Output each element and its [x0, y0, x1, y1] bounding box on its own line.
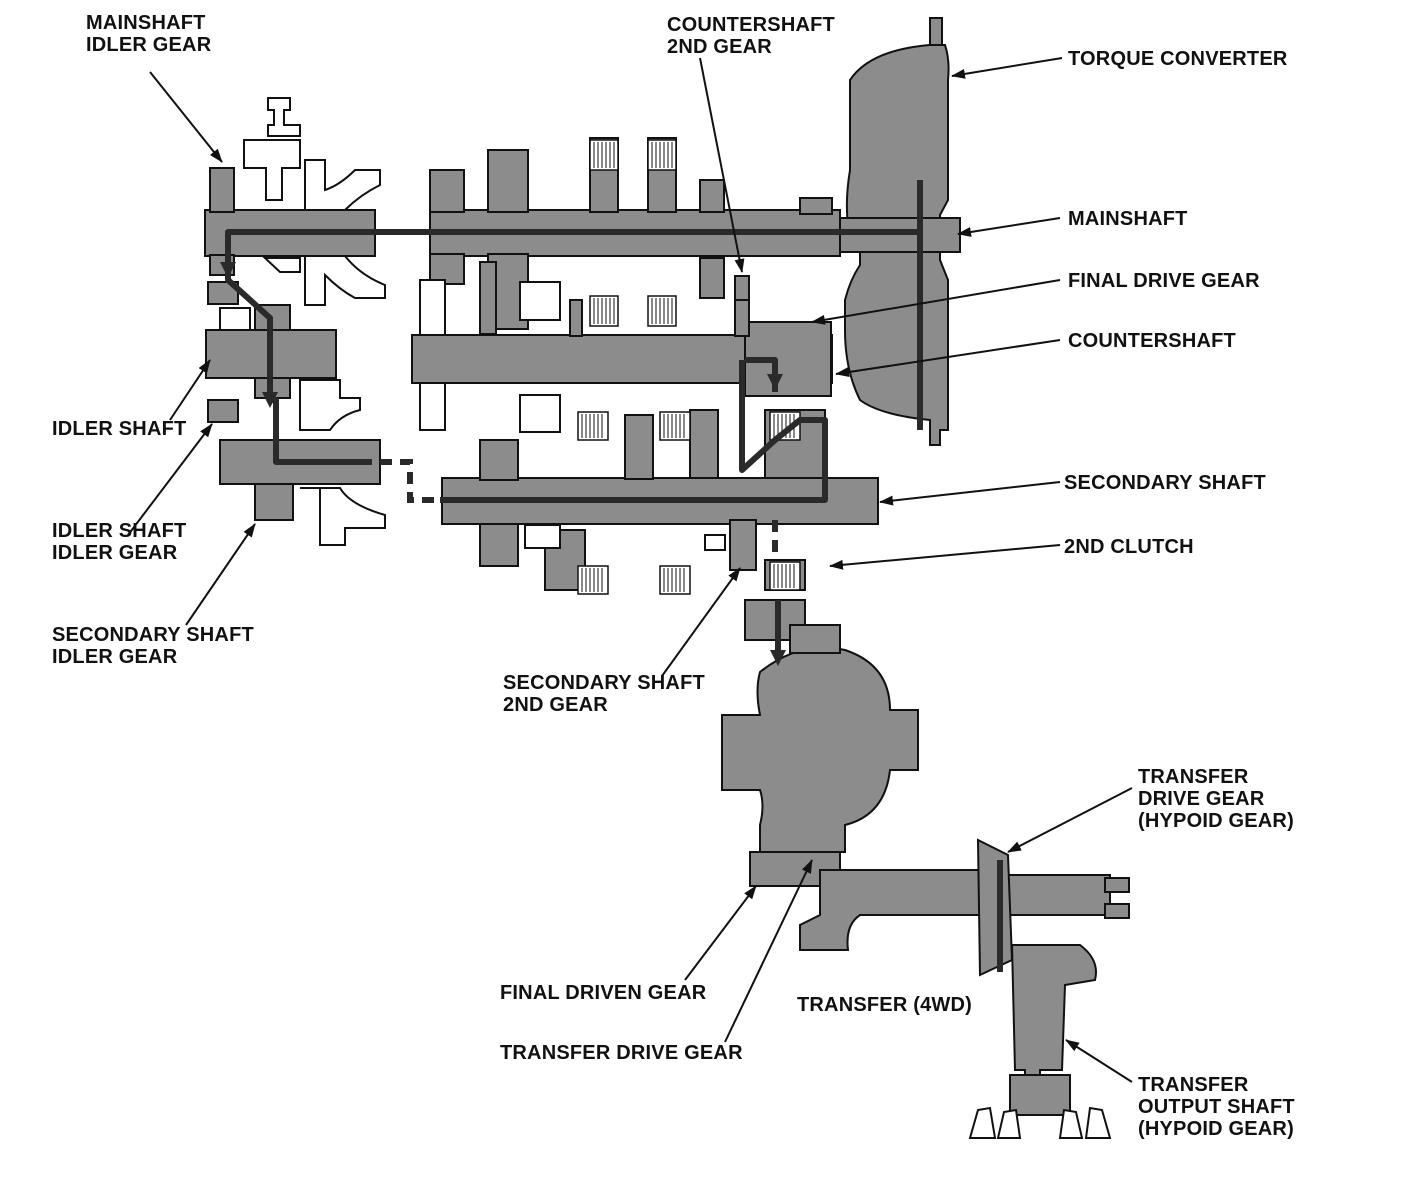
label-torque-converter: TORQUE CONVERTER [1068, 48, 1288, 70]
label-countershaft-2nd-gear: COUNTERSHAFT 2ND GEAR [667, 14, 835, 58]
mainshaft-clutch-packs [589, 139, 677, 327]
label-idler-shaft: IDLER SHAFT [52, 418, 187, 440]
transfer-part [799, 838, 1130, 1116]
label-secondary-shaft-2nd-gear: SECONDARY SHAFT 2ND GEAR [503, 672, 705, 716]
label-secondary-shaft: SECONDARY SHAFT [1064, 472, 1266, 494]
idler-shaft-stubs [219, 307, 361, 431]
clutch-plate-lines [593, 142, 673, 324]
label-transfer-output-shaft-hypoid: TRANSFER OUTPUT SHAFT (HYPOID GEAR) [1138, 1074, 1295, 1140]
secondary-clutch-packs [577, 411, 801, 595]
label-transfer-drive-gear-hypoid: TRANSFER DRIVE GEAR (HYPOID GEAR) [1138, 766, 1294, 832]
label-transfer-4wd: TRANSFER (4WD) [797, 994, 973, 1016]
label-mainshaft-idler-gear: MAINSHAFT IDLER GEAR [86, 12, 212, 56]
label-idler-shaft-idler-gear: IDLER SHAFT IDLER GEAR [52, 520, 187, 564]
power-flow-path [225, 180, 1003, 972]
label-final-driven-gear: FINAL DRIVEN GEAR [500, 982, 707, 1004]
differential-part [721, 599, 919, 887]
label-transfer-drive-gear: TRANSFER DRIVE GEAR [500, 1042, 743, 1064]
leader-lines [127, 57, 1133, 1083]
countershaft-stubs [419, 279, 561, 433]
power-flow-arrowheads [220, 262, 786, 666]
label-secondary-shaft-idler-gear: SECONDARY SHAFT IDLER GEAR [52, 624, 254, 668]
label-final-drive-gear: FINAL DRIVE GEAR [1068, 270, 1260, 292]
label-2nd-clutch: 2ND CLUTCH [1064, 536, 1194, 558]
power-flow-dashed [380, 229, 778, 560]
label-countershaft: COUNTERSHAFT [1068, 330, 1236, 352]
transfer-output-crown [968, 1106, 1112, 1139]
secondary-shaft-stubs [300, 487, 726, 551]
countershaft-part [411, 261, 833, 397]
secondary-clutch-plate-lines [581, 414, 795, 592]
label-mainshaft: MAINSHAFT [1068, 208, 1188, 230]
mainshaft-idler-assembly [243, 97, 386, 306]
